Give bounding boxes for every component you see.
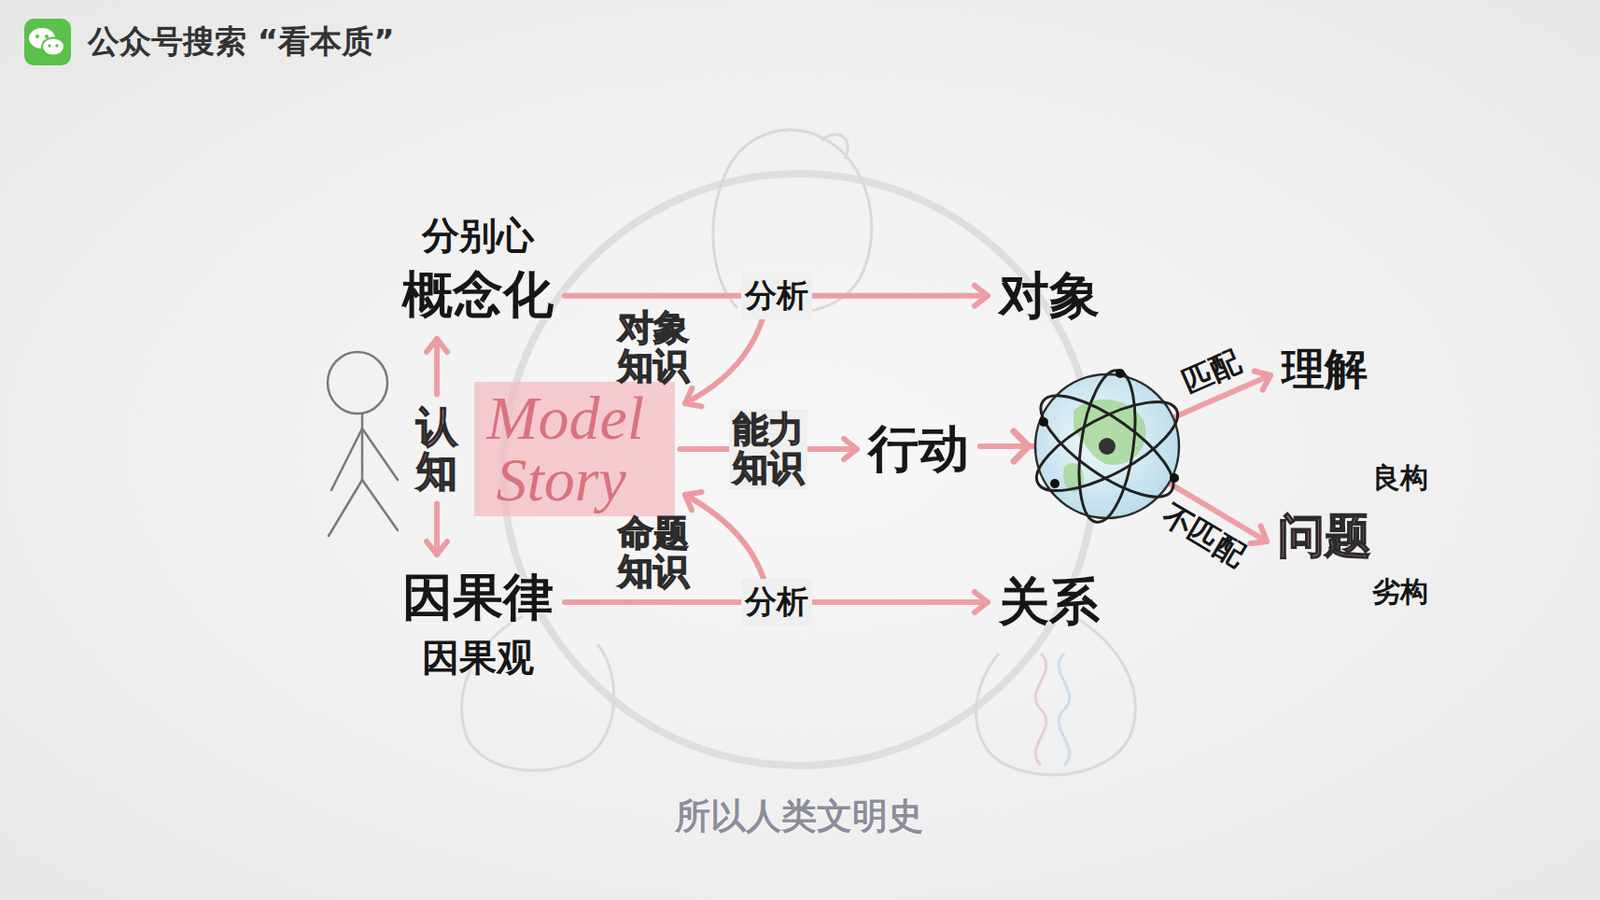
knowledge-label: 命题知识: [617, 514, 689, 591]
structure-label-holder: 良构: [1372, 459, 1429, 498]
edge-label-holder: 匹配: [1176, 341, 1248, 404]
wechat-icon: [24, 18, 71, 66]
understanding-node: 理解: [1276, 336, 1374, 403]
dna-sketch: [1058, 653, 1070, 766]
feedback-arrow: [685, 315, 764, 404]
structure-label-holder: 劣构: [1372, 573, 1429, 612]
edge-label: 能力知识: [729, 408, 808, 490]
relation-node: 关系: [993, 564, 1106, 641]
edge-label-holder: 不匹配: [1154, 495, 1253, 577]
node-title: 对象: [998, 262, 1100, 331]
connector-arrow: [434, 503, 440, 555]
knowledge-label: 对象知识: [617, 308, 689, 386]
node-title: 问题: [1277, 505, 1372, 568]
edge-label: 分析: [741, 578, 813, 626]
node-title: 行动: [868, 415, 969, 484]
connector-arrow: [434, 338, 440, 395]
knowledge-label-holder: 命题知识: [617, 514, 689, 591]
edge-label: 不匹配: [1154, 495, 1253, 577]
action-node: 行动: [862, 411, 975, 488]
cognition-node: 认知: [410, 400, 464, 499]
node-title: 理解: [1281, 340, 1368, 399]
node-title: 认知: [416, 404, 458, 495]
watermark: 公众号搜索 “看本质”: [87, 20, 395, 64]
node-subtitle: 因果观: [402, 631, 554, 684]
globe-illustration: [1013, 366, 1190, 526]
stick-figure: [327, 351, 398, 536]
subtitle-caption: 所以人类文明史: [674, 792, 924, 841]
edge-label: 分析: [741, 272, 813, 320]
node-title: 概念化: [402, 261, 554, 330]
concept-node: 分别心概念化: [396, 206, 560, 334]
node-heading: 分别心: [402, 210, 554, 262]
node-title: 因果律: [402, 563, 554, 632]
edge-label-holder: 能力知识: [729, 408, 808, 490]
dna-sketch: [1035, 653, 1047, 766]
causality-node: 因果律因果观: [396, 560, 560, 688]
node-title: 关系: [998, 568, 1100, 637]
knowledge-label-holder: 对象知识: [617, 308, 689, 386]
edge-label-holder: 分析: [741, 272, 813, 320]
edge-label-holder: 分析: [741, 578, 813, 626]
object-node: 对象: [993, 258, 1106, 335]
watermark-holder: 公众号搜索 “看本质”: [87, 20, 395, 64]
structure-label: 良构: [1372, 459, 1429, 498]
brain-sketch: [821, 134, 848, 159]
handwritten-word: Story: [496, 449, 662, 511]
feedback-arrow: [685, 494, 764, 579]
structure-label: 劣构: [1372, 573, 1429, 612]
handwritten-word: Model: [487, 387, 662, 450]
caption-holder: 所以人类文明史: [674, 792, 924, 841]
edge-label: 匹配: [1176, 341, 1248, 404]
blob-sketch: [976, 616, 1137, 775]
model-box: ModelStory: [474, 381, 675, 517]
problem-node: 问题: [1272, 501, 1377, 572]
